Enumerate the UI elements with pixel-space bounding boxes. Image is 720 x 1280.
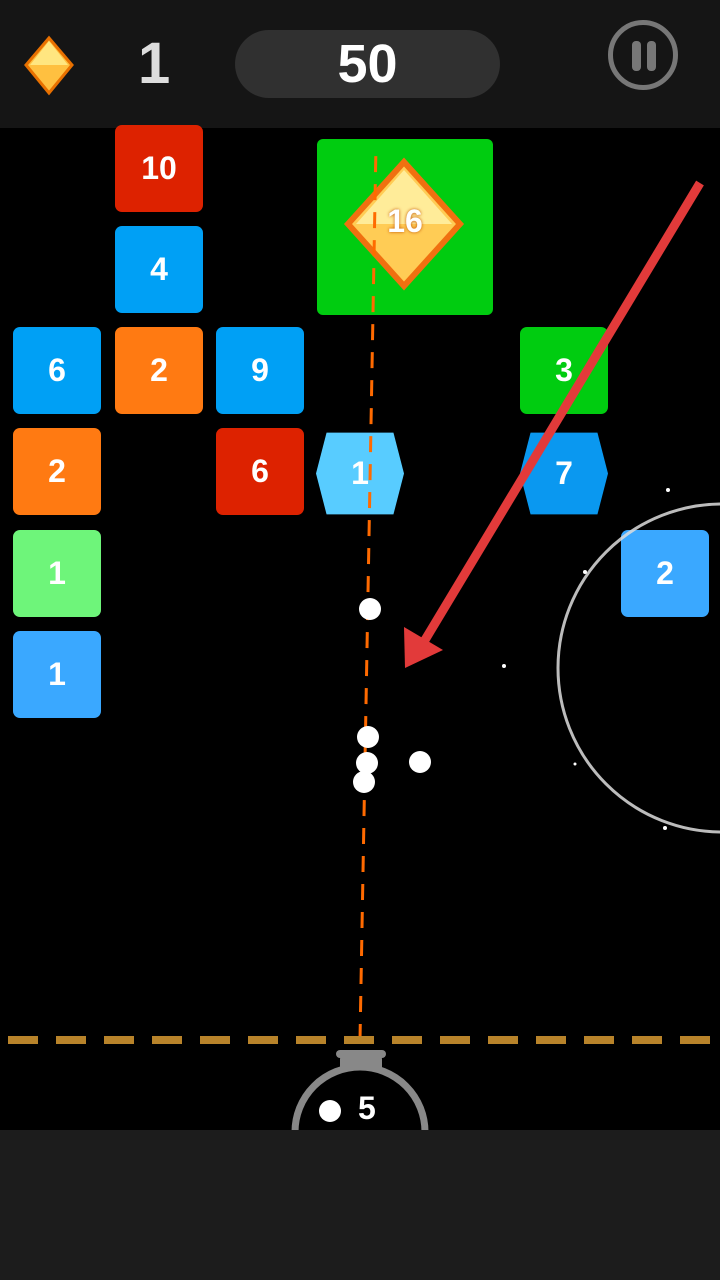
ball-count: 5 [358, 1090, 376, 1126]
hint-arrow [421, 180, 704, 643]
aim-line [358, 144, 378, 1041]
brick: 2 [115, 327, 203, 414]
ball [409, 751, 431, 773]
brick: 1 [13, 530, 101, 617]
pause-button[interactable] [608, 20, 678, 90]
brick: 6 [13, 327, 101, 414]
brick: 3 [520, 327, 608, 414]
ball [353, 771, 375, 793]
brick: 2 [13, 428, 101, 515]
brick: 2 [621, 530, 709, 617]
gem-count: 1 [138, 31, 171, 96]
brick: 4 [115, 226, 203, 313]
score-display: 50 [235, 30, 500, 98]
hex-brick: 1 [316, 432, 404, 515]
ball [357, 726, 379, 748]
brick: 9 [216, 327, 304, 414]
brick: 1 [13, 631, 101, 718]
hex-brick: 7 [520, 432, 608, 515]
gem-block-label: 16 [387, 203, 423, 239]
ball [356, 752, 378, 774]
brick: 6 [216, 428, 304, 515]
arrow-head-icon [404, 627, 443, 668]
ball [359, 598, 381, 620]
top-bar: 1 50 [0, 0, 720, 128]
brick: 10 [115, 125, 203, 212]
launcher-icon [291, 1050, 429, 1133]
portal-ring [556, 502, 720, 834]
bottom-bar [0, 1130, 720, 1280]
gem-icon [24, 35, 74, 96]
